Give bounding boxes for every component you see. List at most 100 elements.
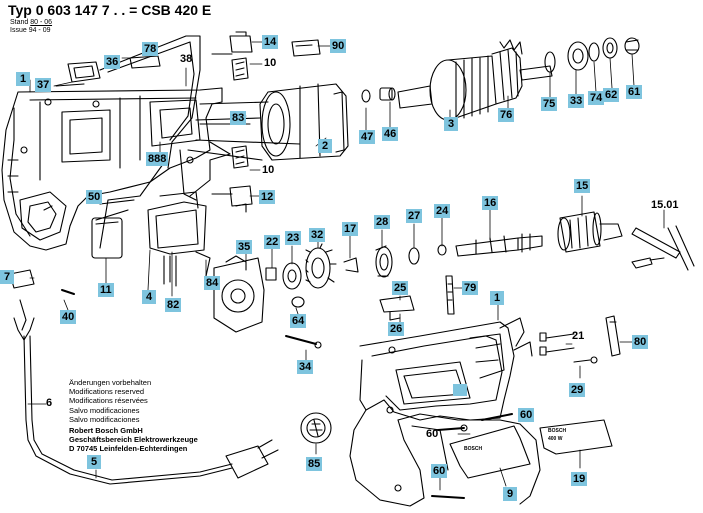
part-label-36[interactable]: 36 [104, 55, 121, 69]
power-cable [9, 269, 279, 485]
company-name: Robert Bosch GmbH [69, 426, 143, 436]
part-label-16[interactable]: 16 [482, 196, 499, 210]
part-label-4[interactable]: 4 [142, 290, 156, 304]
retaining-ring-17 [343, 257, 359, 273]
housing-half-right [349, 317, 533, 507]
part-label-1-right[interactable]: 1 [490, 291, 504, 305]
part-label-3[interactable]: 3 [444, 117, 458, 131]
stand-label: Stand [10, 19, 29, 26]
part-label-5[interactable]: 5 [87, 455, 101, 469]
part-label-12[interactable]: 12 [259, 190, 276, 204]
washer-47 [361, 89, 371, 103]
note-line: Modifications réservées [69, 396, 148, 406]
drill-chuck [557, 211, 623, 253]
part-label-46[interactable]: 46 [382, 127, 399, 141]
gear-housing-cover [213, 255, 305, 333]
part-label-40[interactable]: 40 [60, 310, 77, 324]
bar-79 [445, 275, 455, 315]
ball-bearing-28 [375, 245, 393, 278]
clip-90 [291, 39, 321, 57]
issue-value: 94 - 09 [28, 27, 51, 34]
part-label-85[interactable]: 85 [306, 457, 323, 471]
company-address: D 70745 Leinfelden-Echterdingen [69, 444, 188, 454]
part-label-10[interactable]: 10 [264, 57, 277, 69]
plate-text-bosch-small: BOSCH [464, 446, 483, 452]
part-label-32[interactable]: 32 [309, 228, 326, 242]
screws-21 [539, 332, 598, 364]
part-label-21[interactable]: 21 [572, 330, 585, 342]
armature [397, 39, 553, 121]
part-label-23[interactable]: 23 [285, 231, 302, 245]
part-label-15[interactable]: 15 [574, 179, 591, 193]
washer-27 [408, 247, 420, 265]
part-label-60-c[interactable]: 60 [431, 464, 448, 478]
part-label-888[interactable]: 888 [146, 152, 169, 166]
part-label-34[interactable]: 34 [297, 360, 314, 374]
chuck-key [631, 225, 695, 271]
lubricant-seal-85 [300, 412, 332, 444]
highlight-box [453, 384, 467, 396]
part-label-26[interactable]: 26 [388, 322, 405, 336]
part-label-19[interactable]: 19 [571, 472, 588, 486]
part-label-9[interactable]: 9 [503, 487, 517, 501]
part-label-79[interactable]: 79 [462, 281, 479, 295]
note-line: Änderungen vorbehalten [69, 378, 152, 387]
part-label-2[interactable]: 2 [318, 139, 332, 153]
part-label-61[interactable]: 61 [626, 85, 643, 99]
part-label-75[interactable]: 75 [541, 97, 558, 111]
part-label-14[interactable]: 14 [262, 35, 279, 49]
part-label-50[interactable]: 50 [86, 190, 103, 204]
stand-value: 80 - 06 [30, 19, 53, 26]
switch-assembly [55, 35, 201, 169]
plate-text-bosch: BOSCH [548, 428, 567, 434]
part-label-7[interactable]: 7 [0, 270, 14, 284]
screw-40 [61, 289, 75, 295]
part-label-78[interactable]: 78 [142, 42, 159, 56]
company-division: Geschäftsbereich Elektrowerkzeuge [69, 435, 198, 445]
part-label-6[interactable]: 6 [46, 397, 53, 409]
note-line: Modifications reserved [69, 387, 145, 397]
screw-34 [285, 335, 317, 345]
part-label-25[interactable]: 25 [392, 281, 409, 295]
bearing-stack [544, 37, 640, 73]
part-label-74[interactable]: 74 [588, 91, 605, 105]
part-label-11[interactable]: 11 [98, 283, 114, 297]
part-label-38[interactable]: 38 [180, 53, 193, 65]
part-label-27[interactable]: 27 [406, 209, 423, 223]
switch-4-and-capacitor-11 [91, 191, 211, 287]
part-label-64[interactable]: 64 [290, 314, 307, 328]
part-label-35[interactable]: 35 [236, 240, 253, 254]
part-label-33[interactable]: 33 [568, 94, 585, 108]
part-label-15-01[interactable]: 15.01 [651, 199, 679, 211]
part-label-17[interactable]: 17 [342, 222, 359, 236]
revision-info: Stand 80 - 06 Issue 94 - 09 [10, 19, 52, 35]
note-line: Salvo modificaciones [69, 414, 140, 424]
nameplate-9 [449, 425, 531, 479]
part-label-1[interactable]: 1 [16, 72, 30, 86]
note-line: Salvo modificaciones [69, 405, 140, 415]
housing-half-left [1, 87, 223, 251]
stator-field [259, 83, 349, 161]
part-label-22[interactable]: 22 [264, 235, 281, 249]
part-label-62[interactable]: 62 [603, 88, 620, 102]
part-label-60-b[interactable]: 60 [426, 428, 439, 440]
brush-cover-80 [605, 315, 621, 357]
part-label-83[interactable]: 83 [230, 111, 247, 125]
part-label-84[interactable]: 84 [204, 276, 221, 290]
part-label-82[interactable]: 82 [165, 298, 182, 312]
part-label-76[interactable]: 76 [498, 108, 515, 122]
plate-text-watt: 400 W [548, 436, 563, 442]
part-label-29[interactable]: 29 [569, 383, 586, 397]
part-label-10-lower[interactable]: 10 [262, 164, 275, 176]
part-label-60-a[interactable]: 60 [518, 408, 535, 422]
part-label-37[interactable]: 37 [35, 78, 52, 92]
part-label-90[interactable]: 90 [330, 39, 347, 53]
screw-34-head [314, 341, 322, 349]
part-label-24[interactable]: 24 [434, 204, 451, 218]
part-label-80[interactable]: 80 [632, 335, 649, 349]
part-label-28[interactable]: 28 [374, 215, 391, 229]
nameplate-19 [539, 419, 613, 455]
part-label-47[interactable]: 47 [359, 130, 376, 144]
